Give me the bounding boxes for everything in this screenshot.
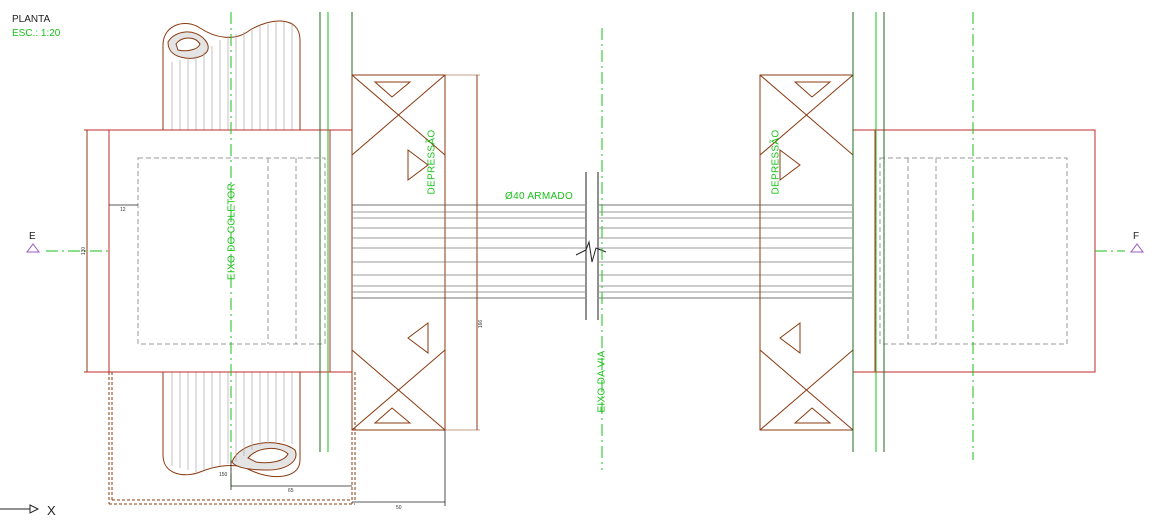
center-axes [46, 12, 1125, 490]
section-label-f: F [1133, 231, 1140, 242]
dim-50: 50 [396, 505, 402, 511]
dim-12: 12 [120, 207, 126, 213]
dim-150: 150 [219, 472, 228, 478]
right-depression-block [759, 74, 854, 431]
pipe-break-symbol [575, 172, 607, 320]
left-bottom-wall [108, 372, 356, 505]
drawing-scale: ESC.: 1:20 [12, 28, 61, 39]
left-depression-block [351, 74, 446, 431]
right-box-outer [852, 129, 1096, 373]
right-box-hidden-lines [879, 157, 1068, 345]
dim-65: 65 [288, 488, 294, 494]
dim-166: 166 [478, 319, 484, 329]
label-depressao-right: DEPRESSÃO [770, 129, 782, 195]
collector-pipe-bottom [162, 372, 301, 478]
label-pipe-d40: Ø40 ARMADO [505, 191, 574, 202]
drawing-title: PLANTA [12, 14, 51, 25]
wall-lines [319, 12, 885, 452]
collector-pipe-top [162, 20, 301, 130]
section-marker-e [26, 243, 40, 253]
axis-arrow-icon [0, 504, 40, 514]
section-label-e: E [29, 231, 36, 242]
label-eixo-via: EIXO DA VIA [596, 350, 608, 413]
axis-label-x: X [47, 503, 56, 518]
label-depressao-left: DEPRESSÃO [426, 129, 438, 195]
label-eixo-coletor: EIXO DO COLETOR [226, 182, 238, 281]
section-marker-f [1130, 243, 1144, 253]
dim-130: 130 [81, 246, 87, 256]
dimension-lines [109, 204, 446, 506]
